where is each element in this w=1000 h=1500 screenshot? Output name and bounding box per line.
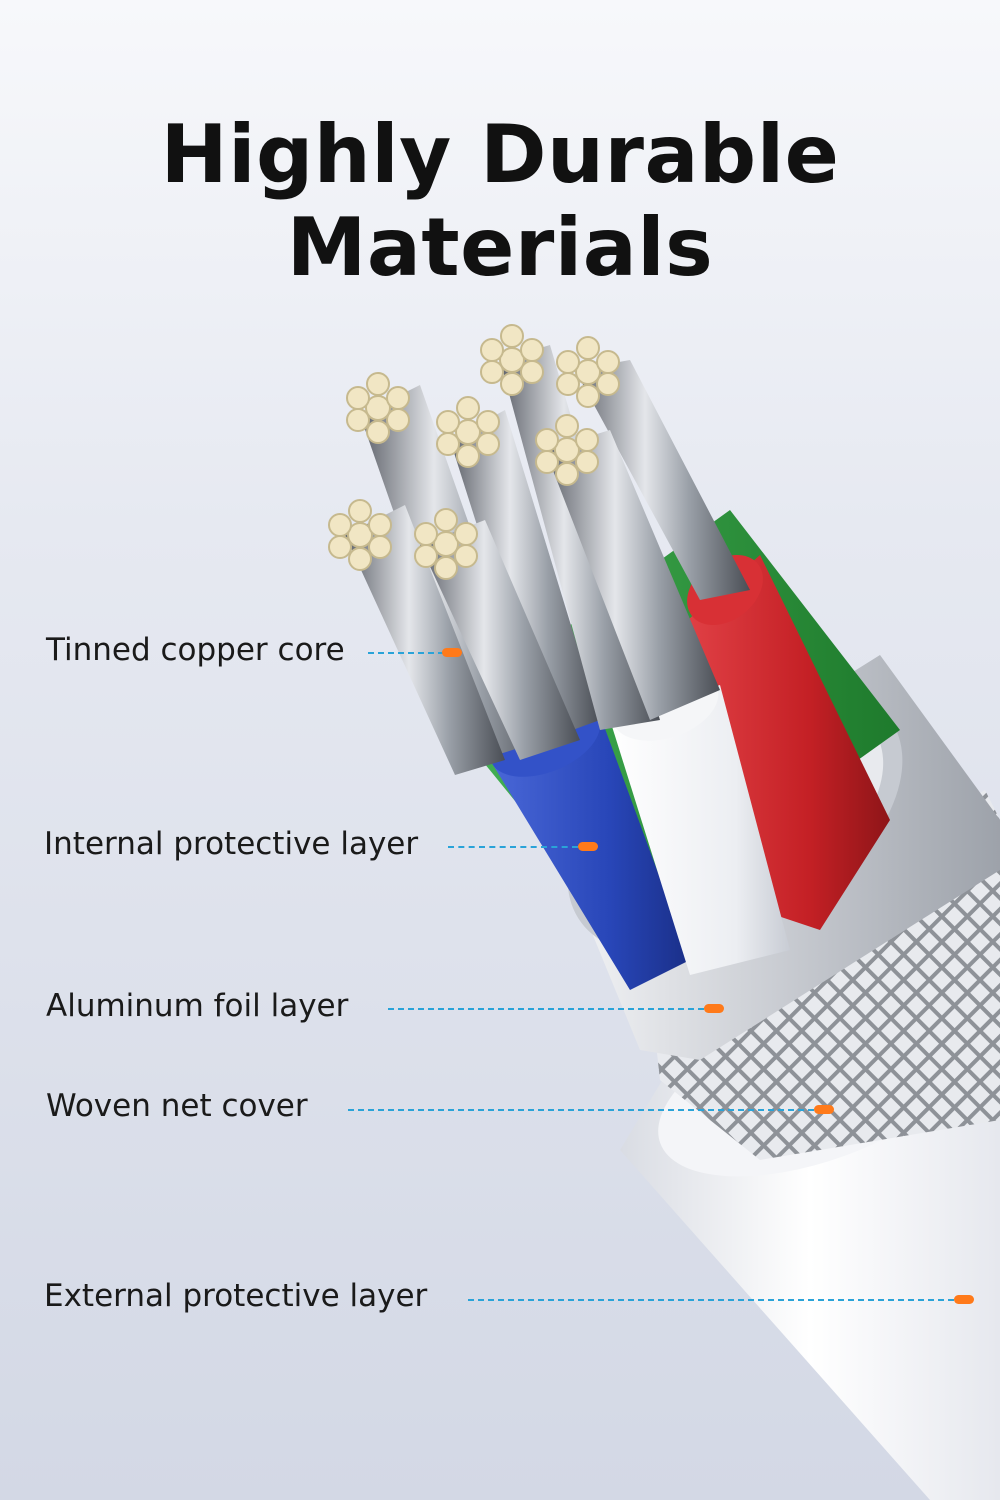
page-title: Highly Durable Materials: [160, 108, 840, 294]
leader-line-woven-net-cover: [348, 1109, 814, 1111]
label-tinned-copper-core: Tinned copper core: [46, 632, 345, 668]
label-internal-protective-layer: Internal protective layer: [44, 826, 419, 862]
marker-woven-net-cover: [814, 1105, 834, 1114]
marker-internal-protective-layer: [578, 842, 598, 851]
wire-white: [610, 685, 790, 975]
marker-external-protective-layer: [954, 1295, 974, 1304]
marker-tinned-copper-core: [442, 648, 462, 657]
leader-line-internal-protective-layer: [448, 846, 578, 848]
leader-line-external-protective-layer: [468, 1299, 954, 1301]
leader-line-aluminum-foil-layer: [388, 1008, 704, 1010]
copper-strand-ends: [328, 324, 620, 580]
label-external-protective-layer: External protective layer: [44, 1278, 428, 1314]
wire-blue: [490, 715, 690, 990]
marker-aluminum-foil-layer: [704, 1004, 724, 1013]
wire-red: [688, 555, 890, 930]
leader-line-tinned-copper-core: [368, 652, 444, 654]
label-woven-net-cover: Woven net cover: [46, 1088, 308, 1124]
label-aluminum-foil-layer: Aluminum foil layer: [46, 988, 349, 1024]
